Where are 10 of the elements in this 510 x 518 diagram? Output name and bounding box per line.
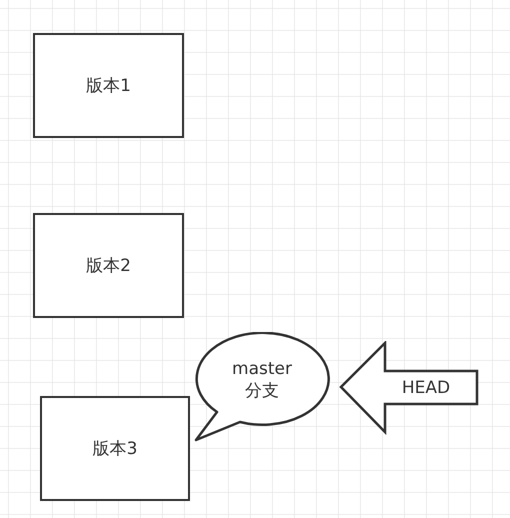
block-arrow: [338, 341, 480, 435]
version-box: [33, 213, 184, 318]
speech-bubble: [192, 332, 332, 444]
node-label: master 分支: [231, 358, 293, 402]
node-label: 版本3: [92, 438, 138, 460]
node-label: 版本2: [86, 254, 131, 276]
version-box: [40, 396, 190, 501]
node-label: HEAD: [402, 377, 450, 399]
node-label: 版本1: [86, 74, 131, 96]
version-box: [33, 33, 184, 138]
